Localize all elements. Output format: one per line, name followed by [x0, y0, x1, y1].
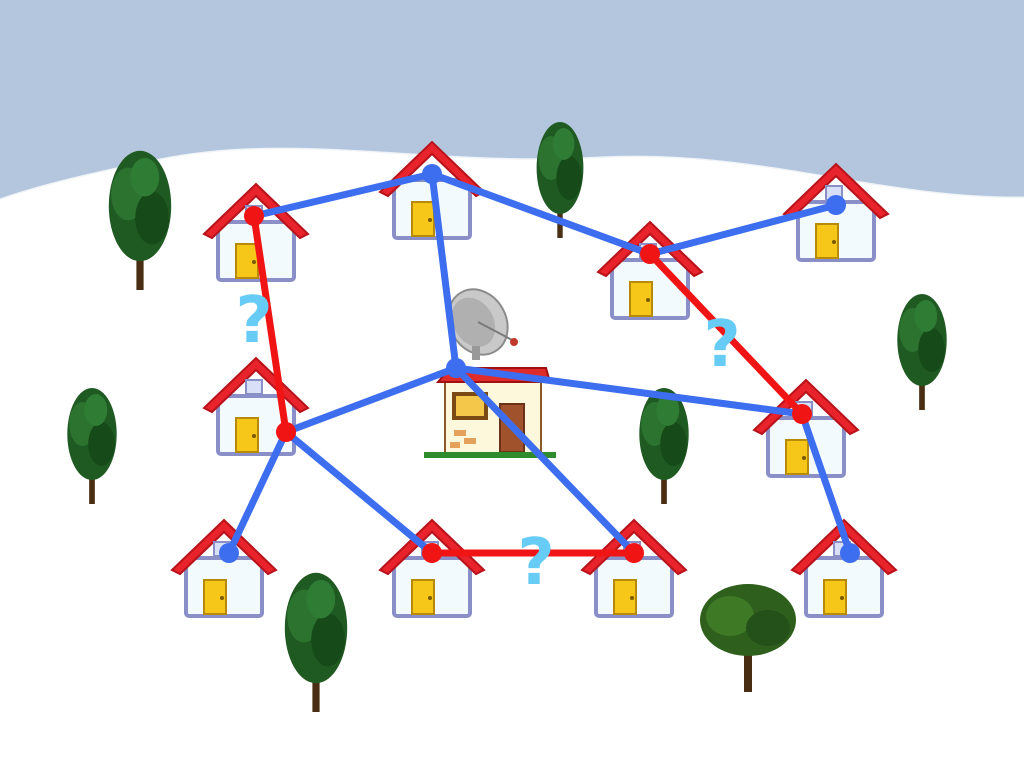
node-dot-h5[interactable]	[276, 422, 296, 442]
cable-h1-h2-connected[interactable]	[250, 170, 436, 220]
cable-h6-h10-connected[interactable]	[798, 410, 854, 557]
cable-h2-h3-connected[interactable]	[428, 170, 654, 258]
cable-h1-h5-unknown[interactable]	[250, 212, 290, 436]
question-mark-2: ?	[703, 308, 740, 382]
house-h8[interactable]	[378, 518, 486, 618]
node-dot-h4[interactable]	[826, 195, 846, 215]
sky-background	[0, 0, 1024, 200]
node-dot-h10[interactable]	[840, 543, 860, 563]
node-dot-h1[interactable]	[244, 206, 264, 226]
node-dot-h9[interactable]	[624, 543, 644, 563]
node-dot-h2[interactable]	[422, 164, 442, 184]
cable-h5-h8-connected[interactable]	[282, 428, 436, 557]
node-dot-h7[interactable]	[219, 543, 239, 563]
cable-h3-h6-unknown[interactable]	[646, 250, 806, 418]
cable-satellite-house-h6-connected[interactable]	[452, 364, 806, 418]
question-mark-3: ?	[517, 526, 554, 600]
tree-icon	[639, 388, 689, 504]
satellite-house[interactable]	[424, 279, 556, 458]
tree-icon	[700, 584, 796, 692]
satellite-dish-icon	[447, 288, 518, 360]
node-dot-h8[interactable]	[422, 543, 442, 563]
cable-satellite-house-h5-connected[interactable]	[282, 364, 460, 436]
cable-satellite-house-h9-connected[interactable]	[452, 364, 638, 557]
house-h9[interactable]	[580, 518, 688, 618]
cable-h3-h4-connected[interactable]	[646, 201, 840, 258]
question-mark-1: ?	[235, 284, 272, 358]
tree-icon	[897, 294, 947, 410]
tree-icon	[108, 150, 172, 290]
cable-h5-h7-connected[interactable]	[225, 428, 290, 557]
house-h7[interactable]	[170, 518, 278, 618]
node-dot-satellite-house[interactable]	[446, 358, 466, 378]
cable-h2-satellite-house-connected[interactable]	[428, 170, 460, 372]
tree-icon	[67, 388, 117, 504]
node-dot-h6[interactable]	[792, 404, 812, 424]
node-dot-h3[interactable]	[640, 244, 660, 264]
tree-icon	[284, 572, 348, 712]
house-h3[interactable]	[596, 220, 704, 320]
